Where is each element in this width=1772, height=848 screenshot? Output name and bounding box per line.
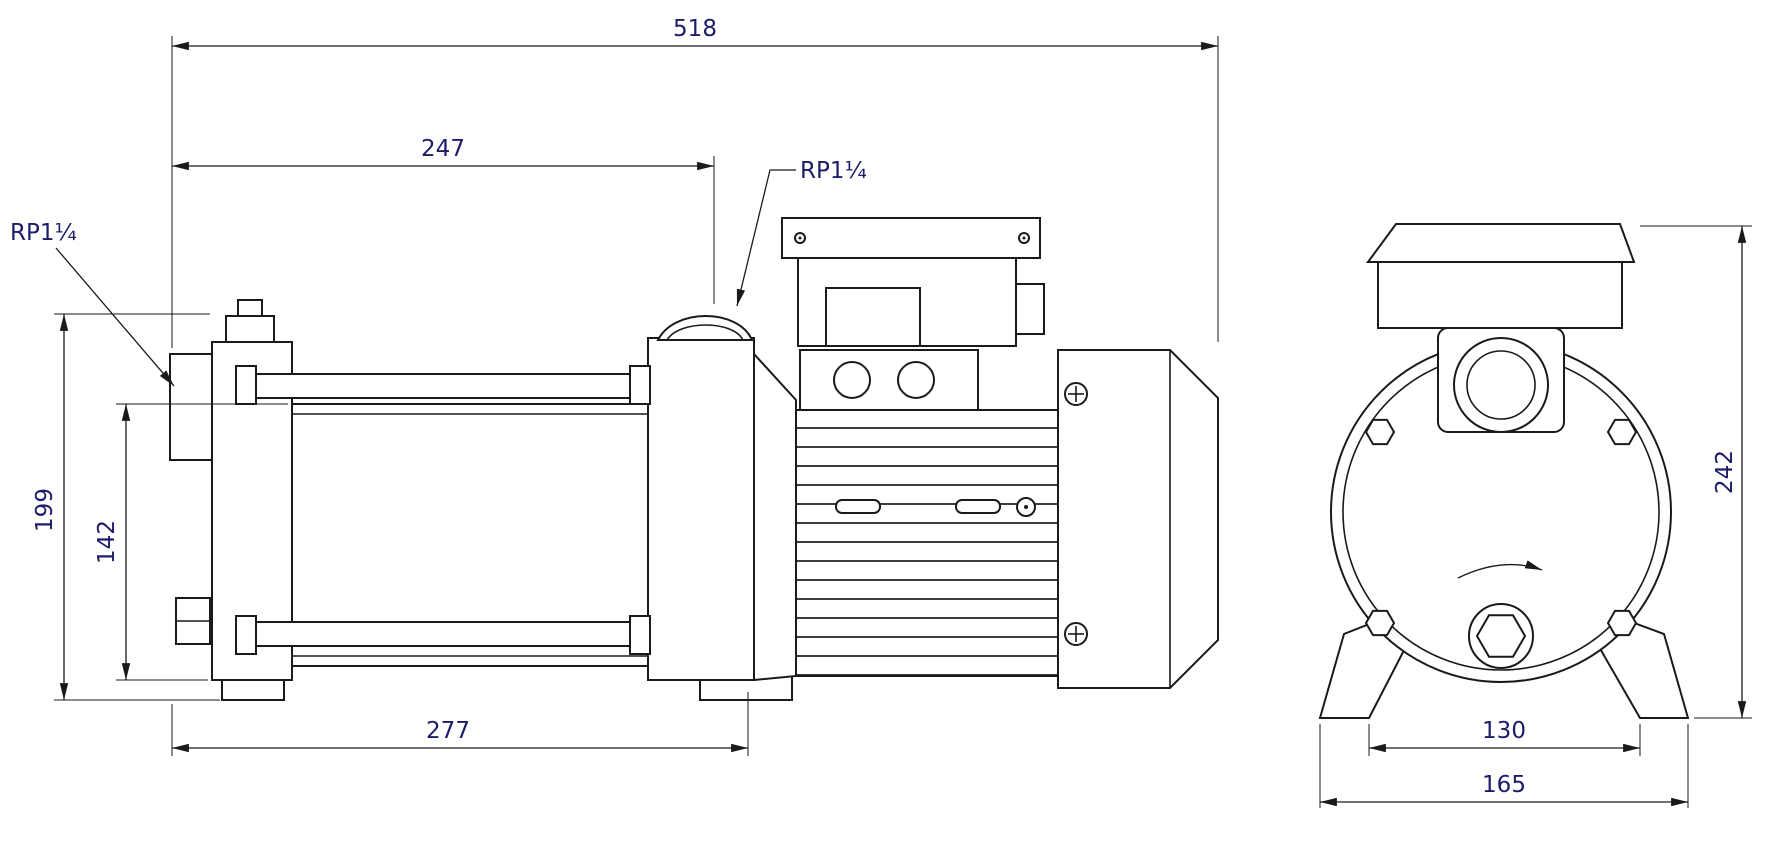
rp-suction-label: RP1¼ — [10, 220, 77, 246]
label-suction-port: RP1¼ — [10, 220, 175, 387]
casing-bolt — [1364, 609, 1396, 637]
suction-port-flange — [169, 353, 213, 461]
dim-foot-width: 165 — [1319, 724, 1689, 808]
casing-bolt — [1606, 418, 1638, 446]
fan-cover-screw — [1064, 382, 1088, 406]
flange-hole — [897, 361, 935, 399]
leader-discharge-port — [736, 169, 796, 307]
terminal-box-front — [1366, 223, 1636, 329]
motor-flange — [799, 349, 979, 411]
tie-rod-bottom — [235, 615, 651, 655]
rp-discharge-label: RP1¼ — [800, 158, 867, 184]
casing-bolt — [1364, 418, 1396, 446]
terminal-box — [781, 217, 1045, 347]
dim-277-label: 277 — [426, 718, 470, 744]
dim-142-label: 142 — [94, 520, 120, 564]
drain-plug — [175, 597, 211, 645]
dim-165-label: 165 — [1482, 772, 1526, 798]
dim-242-label: 242 — [1712, 450, 1738, 494]
dim-199-label: 199 — [32, 488, 58, 532]
leader-suction-port — [55, 247, 175, 387]
side-view — [169, 217, 1219, 701]
discharge-port — [656, 315, 754, 341]
rotation-arrow — [1457, 560, 1543, 579]
dim-518-label: 518 — [673, 16, 717, 42]
dimensions: 518 247 199 142 277 — [10, 16, 1752, 808]
discharge-casing — [647, 337, 755, 681]
tie-rod-nut — [629, 615, 651, 655]
label-discharge-port: RP1¼ — [736, 158, 867, 307]
drain-boss — [1468, 603, 1534, 669]
tie-rod-top — [235, 365, 651, 405]
dim-casing-height: 142 — [94, 403, 288, 681]
tie-rod-nut — [235, 365, 257, 405]
dim-base-length: 277 — [171, 692, 749, 756]
motor-slot — [955, 499, 1001, 514]
dim-overall-length: 518 — [171, 16, 1219, 348]
front-port — [1437, 327, 1565, 433]
dim-front-height: 242 — [1640, 225, 1752, 719]
front-view — [1318, 223, 1690, 719]
dim-foot-spacing: 130 — [1368, 718, 1641, 756]
fan-cover — [1057, 349, 1219, 689]
terminal-box-lid-front — [1366, 223, 1636, 263]
dim-overall-height: 199 — [32, 313, 220, 701]
tie-rod-nut — [629, 365, 651, 405]
hex-plug — [1475, 614, 1527, 658]
tie-rod-nut — [235, 615, 257, 655]
motor-slot — [835, 499, 881, 514]
casing-bolt — [1606, 609, 1638, 637]
dim-247-label: 247 — [421, 136, 465, 162]
dim-pump-length: 247 — [172, 136, 715, 304]
terminal-box-opening — [825, 287, 921, 347]
dim-130-label: 130 — [1482, 718, 1526, 744]
flange-hole — [833, 361, 871, 399]
terminal-box-lid — [781, 217, 1041, 259]
fan-cover-screw — [1064, 622, 1088, 646]
motor-body — [795, 409, 1059, 677]
cable-gland — [1015, 283, 1045, 335]
motor-lantern — [753, 351, 797, 682]
priming-plug — [225, 299, 275, 343]
